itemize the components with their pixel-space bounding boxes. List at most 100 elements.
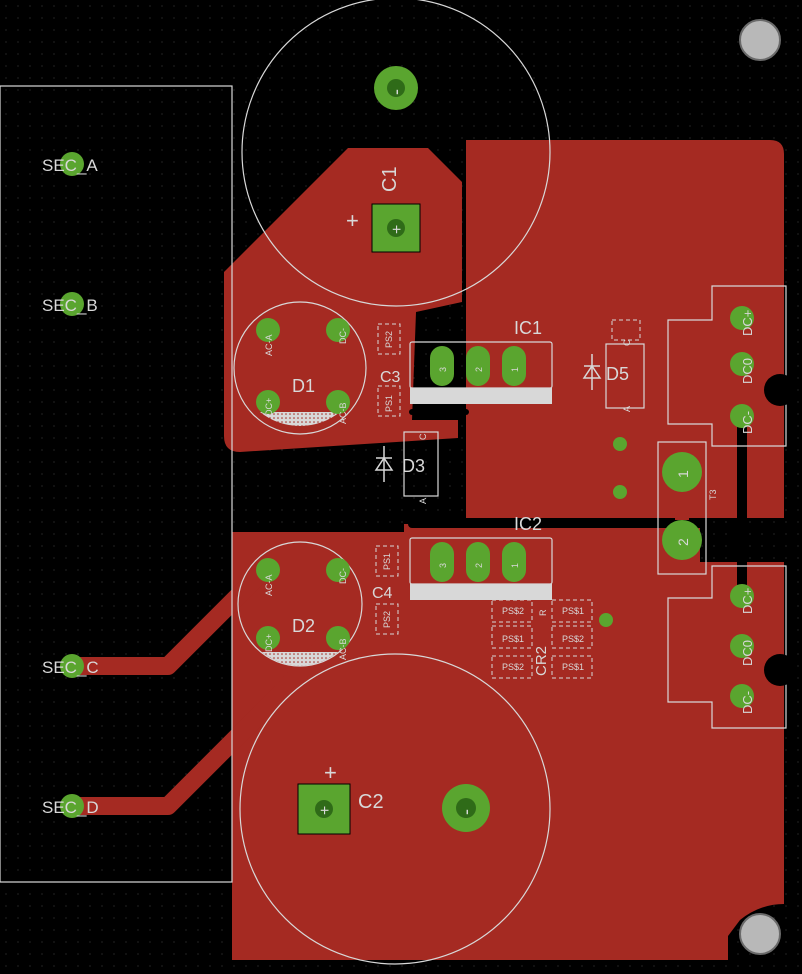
ic2-pins[interactable] [430,542,526,582]
label-sec-d: SEC_D [42,798,99,817]
d2-pin-ac-b: AC-B [338,638,348,660]
c2-pin-minus-label: - [456,809,476,815]
transformer-outline [0,85,233,883]
smd-label-4: PS$1 [562,606,584,616]
conn-top-dc-plus: DC+ [740,310,755,336]
d1-pin-dc-plus: DC+ [264,398,274,416]
d1-pins[interactable] [256,318,350,414]
d2-outline [237,541,363,667]
ic1-pins[interactable] [430,346,526,386]
c4-pin-ps2: PS2 [382,611,392,628]
mounting-hole-bottom [739,913,781,955]
smd-label-6: PS$1 [562,662,584,672]
smd-pad-c [491,655,533,679]
trace-sec-c[interactable] [63,557,277,675]
d3-pin-c: C [418,433,428,440]
c3-pad-ps1 [377,385,401,417]
smd-pad-b [491,625,533,649]
d1-pin-ac-a: AC-A [264,334,274,356]
smd-label-3: PS$2 [502,662,524,672]
mounting-hole-top [739,19,781,61]
ic1-tab [410,388,552,404]
d3-pin-a: A [418,498,428,504]
ic2-pin-3: 3 [438,563,448,568]
d3-outline [403,431,439,497]
c1-pin-minus-label: - [386,89,406,95]
c2-pad-plus[interactable] [297,783,351,835]
label-cr2: CR2 [533,646,550,676]
d2-hatch [262,652,338,666]
label-c1: C1 [379,166,401,192]
c3-pin-ps2: PS2 [384,331,394,348]
conn-bottom-dc-minus: DC- [740,691,755,714]
conn-top-dc0: DC0 [740,358,755,384]
t3-pin-2[interactable] [662,520,702,560]
d2-pin-dc-plus: DC+ [264,634,274,652]
t3-pin-1-label: 1 [675,470,691,478]
smd-pad-f [551,655,593,679]
ic1-pin-1: 1 [510,367,520,372]
d5-outline [605,343,645,409]
ic2-pin-1: 1 [510,563,520,568]
label-c4: C4 [372,585,393,602]
label-d3: D3 [402,456,425,476]
ic2-tab [410,584,552,600]
c2-pin-plus-label: + [317,806,334,815]
conn-bottom-dc0: DC0 [740,640,755,666]
label-sec-c: SEC_C [42,658,99,677]
c1-outline [241,0,551,307]
label-c2: C2 [358,791,384,813]
label-ic1: IC1 [514,318,542,338]
smd-label-2: PS$1 [502,634,524,644]
ic2-pin-2: 2 [474,563,484,568]
label-d2: D2 [292,616,315,636]
conn-bottom-dc-plus: DC+ [740,588,755,614]
t3-outline [657,441,707,575]
connector-top-key [764,374,796,406]
d5-pin-c: C [622,339,632,346]
c4-pad-ps2 [375,603,399,635]
smd-label-1: PS$2 [502,606,524,616]
c3-pin-ps1: PS1 [384,395,394,412]
c4-pin-ps1: PS1 [382,553,392,570]
d1-pin-ac-b: AC-B [338,402,348,424]
label-t3: T3 [708,489,718,500]
label-c3: C3 [380,369,401,386]
copper-pour-bottom[interactable] [232,524,784,960]
smd-label-5: PS$2 [562,634,584,644]
d5-pin-a: A [622,406,632,412]
ic1-pin-3: 3 [438,367,448,372]
transformer-pins[interactable] [60,152,84,818]
label-sec-a: SEC_A [42,156,98,175]
d1-hatch [260,412,340,427]
c2-outline [239,653,551,965]
smd-pad-a [491,599,533,623]
t3-pin-2-label: 2 [675,538,691,546]
label-ic2: IC2 [514,514,542,534]
label-sec-b: SEC_B [42,296,98,315]
d1-outline [233,301,367,435]
ic1-pin-2: 2 [474,367,484,372]
connector-bottom-key [764,654,796,686]
d2-pins[interactable] [256,558,350,650]
t3-pin-1[interactable] [662,452,702,492]
label-c2-plus: + [324,760,337,785]
conn-top-dc-minus: DC- [740,411,755,434]
label-d1: D1 [292,376,315,396]
vias[interactable] [599,437,627,627]
d1-pin-dc-minus: DC- [338,328,348,344]
connector-bottom-pins[interactable] [730,584,754,708]
connector-top-pins[interactable] [730,306,754,428]
connector-bottom-outline [667,565,787,729]
label-c1-plus: + [346,208,359,233]
c4-pad-ps1 [375,545,399,577]
c3-pad-ps2 [377,323,401,355]
d2-pin-ac-a: AC-A [264,574,274,596]
c1-pin-plus-label: + [389,225,406,234]
smd-pad-d [551,599,593,623]
smd-label-r: R [538,609,548,616]
d2-pin-dc-minus: DC- [338,568,348,584]
smd-pad-e [551,625,593,649]
label-d5: D5 [606,364,629,384]
